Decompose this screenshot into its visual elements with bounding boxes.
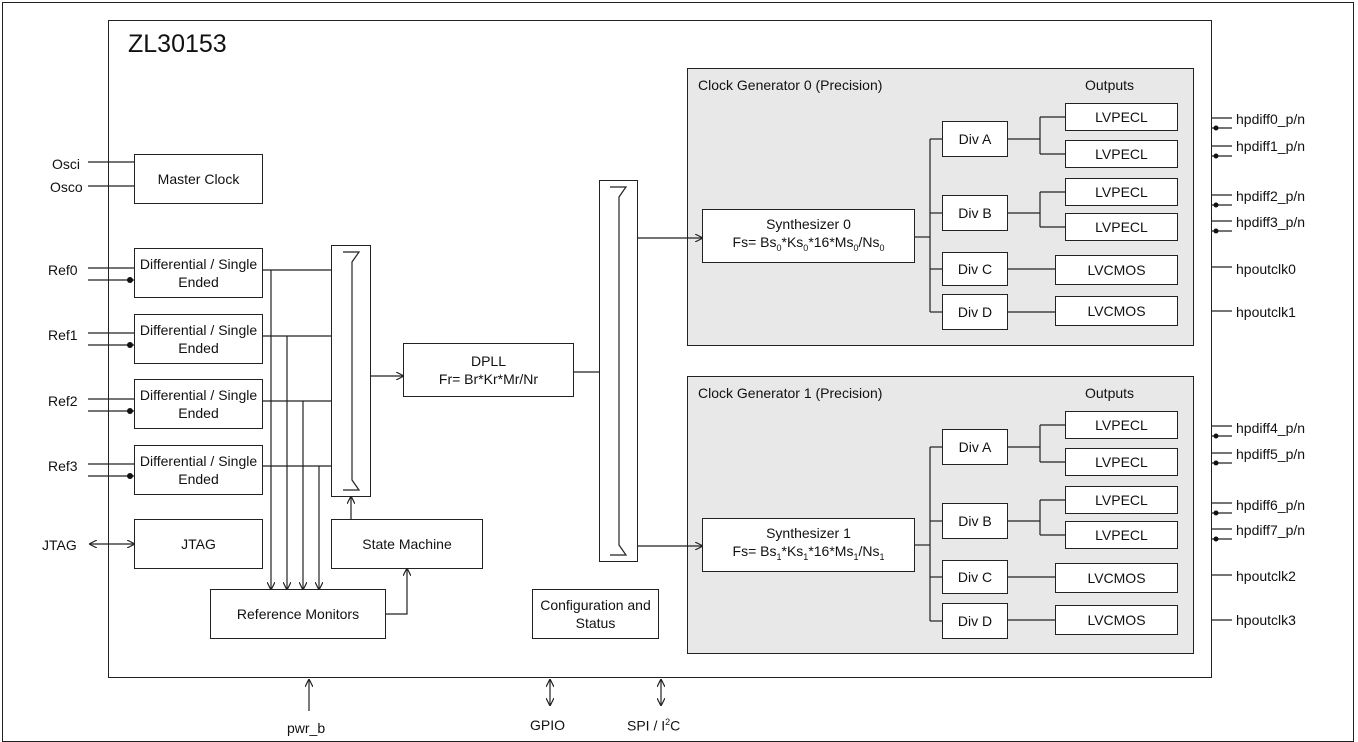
cg0-driver-1: LVPECL bbox=[1065, 140, 1178, 168]
clock-generator-1-outputs-label: Outputs bbox=[1085, 385, 1135, 401]
cg1-div-d: Div D bbox=[942, 603, 1008, 639]
cg1-driver-3: LVPECL bbox=[1065, 521, 1178, 549]
configuration-status-block: Configuration and Status bbox=[532, 589, 659, 639]
pin-hpoutclk2: hpoutclk2 bbox=[1236, 568, 1296, 584]
pin-hpdiff3: hpdiff3_p/n bbox=[1236, 214, 1306, 230]
ref3-input-block: Differential / Single Ended bbox=[134, 445, 263, 495]
pin-hpoutclk1: hpoutclk1 bbox=[1236, 304, 1296, 320]
pin-spi-i2c: SPI / I2C bbox=[627, 717, 681, 734]
pin-hpoutclk0: hpoutclk0 bbox=[1236, 261, 1296, 277]
cg1-driver-5: LVCMOS bbox=[1055, 605, 1178, 635]
synthesizer-0-title: Synthesizer 0 bbox=[766, 216, 851, 233]
cg0-driver-4: LVCMOS bbox=[1055, 255, 1178, 285]
pin-pwr-b: pwr_b bbox=[287, 720, 326, 736]
pin-hpdiff5: hpdiff5_p/n bbox=[1236, 446, 1306, 462]
synthesizer-1-formula: Fs= Bs1*Ks1*16*Ms1/Ns1 bbox=[732, 543, 885, 562]
ref2-input-block: Differential / Single Ended bbox=[134, 379, 263, 429]
synthesizer-1-block: Synthesizer 1 Fs= Bs1*Ks1*16*Ms1/Ns1 bbox=[702, 518, 915, 572]
cg0-div-c: Div C bbox=[942, 252, 1008, 286]
pin-hpdiff7: hpdiff7_p/n bbox=[1236, 522, 1306, 538]
dpll-title: DPLL bbox=[470, 353, 507, 369]
synthesizer-0-formula: Fs= Bs0*Ks0*16*Ms0/Ns0 bbox=[732, 234, 885, 253]
pin-osco: Osco bbox=[50, 179, 83, 195]
clock-generator-1-title: Clock Generator 1 (Precision) bbox=[698, 385, 883, 401]
pin-ref1: Ref1 bbox=[48, 327, 78, 343]
pin-hpdiff6: hpdiff6_p/n bbox=[1236, 497, 1306, 513]
pin-ref3: Ref3 bbox=[48, 458, 78, 474]
pin-hpdiff0: hpdiff0_p/n bbox=[1236, 111, 1306, 127]
cg1-div-c: Div C bbox=[942, 560, 1008, 594]
cg0-div-b: Div B bbox=[942, 195, 1008, 231]
synthesizer-0-block: Synthesizer 0 Fs= Bs0*Ks0*16*Ms0/Ns0 bbox=[702, 209, 915, 263]
cg0-div-d: Div D bbox=[942, 294, 1008, 330]
pin-hpoutclk3: hpoutclk3 bbox=[1236, 612, 1296, 628]
clock-generator-0-title: Clock Generator 0 (Precision) bbox=[698, 77, 883, 93]
pin-ref2: Ref2 bbox=[48, 393, 78, 409]
chip-title: ZL30153 bbox=[128, 30, 227, 58]
master-clock-block: Master Clock bbox=[134, 154, 263, 204]
clock-generator-0-outputs-label: Outputs bbox=[1085, 77, 1135, 93]
cg1-div-a: Div A bbox=[942, 429, 1008, 465]
cg0-div-a: Div A bbox=[942, 121, 1008, 157]
dpll-block: DPLL Fr= Br*Kr*Mr/Nr bbox=[403, 343, 574, 397]
pin-hpdiff2: hpdiff2_p/n bbox=[1236, 188, 1306, 204]
pin-hpdiff4: hpdiff4_p/n bbox=[1236, 420, 1306, 436]
pin-osci: Osci bbox=[52, 156, 80, 172]
input-mux bbox=[331, 245, 371, 497]
dpll-formula: Fr= Br*Kr*Mr/Nr bbox=[438, 371, 539, 387]
cg0-driver-0: LVPECL bbox=[1065, 103, 1178, 131]
pin-ref0: Ref0 bbox=[48, 262, 78, 278]
cg1-driver-4: LVCMOS bbox=[1055, 563, 1178, 593]
cg1-driver-1: LVPECL bbox=[1065, 448, 1178, 476]
cg1-driver-0: LVPECL bbox=[1065, 411, 1178, 439]
cg0-driver-2: LVPECL bbox=[1065, 178, 1178, 206]
state-machine-block: State Machine bbox=[331, 519, 483, 569]
ref1-input-block: Differential / Single Ended bbox=[134, 314, 263, 364]
jtag-block: JTAG bbox=[134, 519, 263, 569]
ref0-input-block: Differential / Single Ended bbox=[134, 248, 263, 298]
synthesizer-1-title: Synthesizer 1 bbox=[766, 525, 851, 542]
reference-monitors-block: Reference Monitors bbox=[210, 589, 386, 639]
pin-gpio: GPIO bbox=[530, 717, 566, 733]
pin-hpdiff1: hpdiff1_p/n bbox=[1236, 138, 1306, 154]
cg1-div-b: Div B bbox=[942, 503, 1008, 539]
cg1-driver-2: LVPECL bbox=[1065, 486, 1178, 514]
pin-jtag: JTAG bbox=[42, 537, 77, 553]
cg0-driver-3: LVPECL bbox=[1065, 213, 1178, 241]
cg0-driver-5: LVCMOS bbox=[1055, 296, 1178, 326]
